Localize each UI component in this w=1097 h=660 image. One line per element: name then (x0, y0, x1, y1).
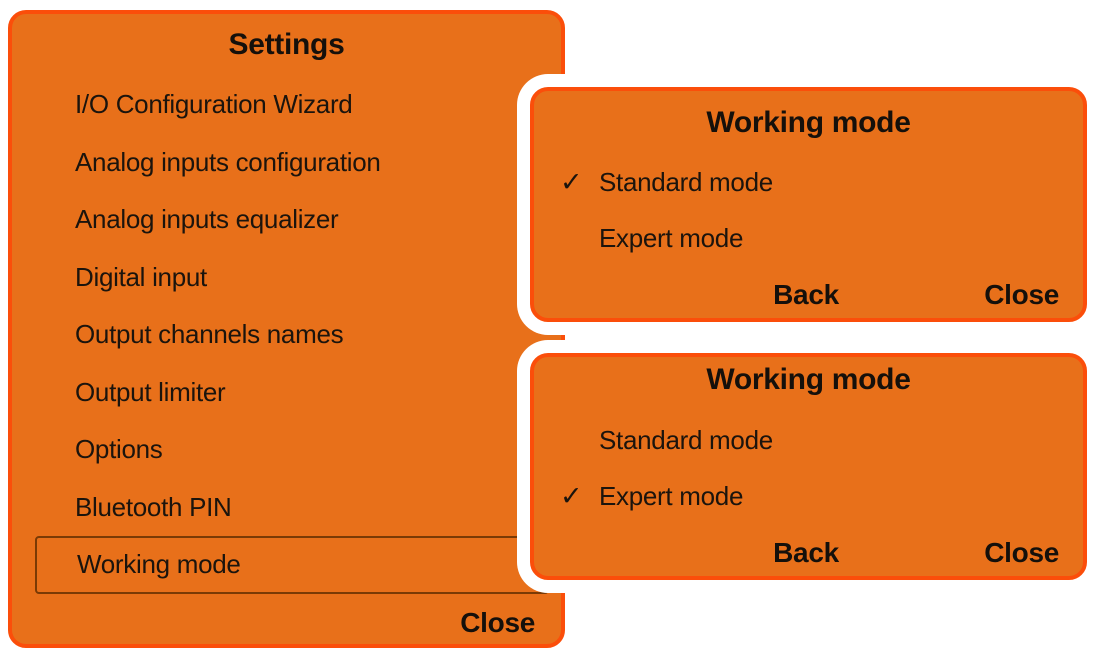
menu-item-analog-inputs-equalizer[interactable]: Analog inputs equalizer (75, 204, 339, 234)
menu-item-bluetooth-pin[interactable]: Bluetooth PIN (75, 491, 232, 522)
checkmark-icon: ✓ (560, 480, 583, 511)
menu-item-options[interactable]: Options (75, 434, 163, 464)
option-label: Standard mode (599, 424, 773, 455)
dialog-title: Working mode (706, 106, 911, 139)
working-mode-options: Standard mode ✓ Expert mode (560, 412, 1071, 524)
option-expert-mode[interactable]: ✓ Expert mode (560, 468, 1071, 524)
back-button[interactable]: Back (773, 537, 839, 568)
settings-panel: Settings I/O Configuration Wizard Analog… (8, 10, 565, 648)
settings-title: Settings (228, 28, 345, 61)
working-mode-options: ✓ Standard mode Expert mode (560, 154, 1071, 266)
option-standard-mode[interactable]: Standard mode (560, 412, 1071, 468)
menu-item-digital-input[interactable]: Digital input (75, 261, 207, 292)
settings-close-button[interactable]: Close (460, 607, 535, 638)
close-button[interactable]: Close (984, 279, 1059, 310)
option-expert-mode[interactable]: Expert mode (560, 210, 1071, 266)
checkmark-icon: ✓ (560, 166, 583, 197)
close-button[interactable]: Close (984, 537, 1059, 568)
working-mode-dialog-expert: Working mode Standard mode ✓ Expert mode… (530, 353, 1087, 580)
back-button[interactable]: Back (773, 279, 839, 310)
menu-item-analog-inputs-configuration[interactable]: Analog inputs configuration (75, 146, 381, 177)
option-label: Expert mode (599, 222, 744, 253)
menu-item-output-channels-names[interactable]: Output channels names (75, 319, 344, 349)
working-mode-dialog-standard: Working mode ✓ Standard mode Expert mode… (530, 87, 1087, 322)
settings-menu: I/O Configuration Wizard Analog inputs c… (35, 76, 549, 594)
option-label: Standard mode (599, 166, 773, 197)
menu-item-output-limiter[interactable]: Output limiter (75, 376, 226, 407)
dialog-title: Working mode (706, 363, 911, 396)
menu-item-working-mode[interactable]: Working mode (35, 536, 549, 594)
option-label: Expert mode (599, 480, 744, 511)
option-standard-mode[interactable]: ✓ Standard mode (560, 154, 1071, 210)
menu-item-io-configuration-wizard[interactable]: I/O Configuration Wizard (75, 89, 353, 119)
